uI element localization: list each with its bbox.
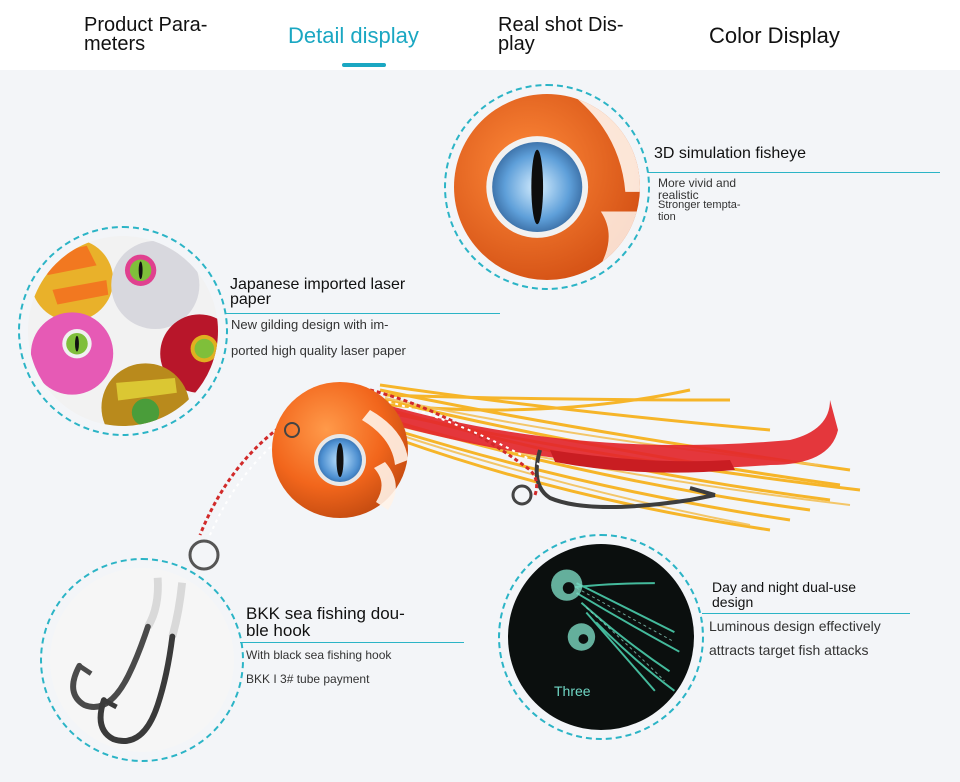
tab-color-display[interactable]: Color Display [709, 0, 840, 70]
tab-real-shot-display[interactable]: Real shot Dis- play [498, 0, 624, 70]
double-hook-circle [40, 558, 244, 762]
tab-detail-display[interactable]: Detail display [288, 0, 419, 70]
double-hook-image [50, 568, 234, 752]
luminous-desc-2: attracts target fish attacks [709, 642, 869, 658]
laser-paper-circle [18, 226, 228, 436]
laser-desc-1: New gilding design with im- [231, 317, 389, 332]
active-tab-indicator [342, 63, 386, 67]
hook-desc-2: BKK I 3# tube payment [246, 672, 370, 686]
luminous-desc-1: Luminous design effectively [709, 618, 881, 634]
fisheye-closeup-image [454, 94, 640, 280]
luminous-image [508, 544, 694, 730]
fisheye-title: 3D simulation fisheye [654, 145, 807, 162]
tab-label: Color Display [709, 22, 840, 48]
laser-callout-line [225, 313, 500, 314]
fisheye-desc-2: Stronger tempta- tion [658, 199, 741, 223]
fisheye-callout-line [648, 172, 940, 173]
fisheye-closeup-circle [444, 84, 650, 290]
laser-title: Japanese imported laser paper [230, 276, 406, 308]
hook-desc-1: With black sea fishing hook [246, 648, 392, 662]
tab-label: Real shot Dis- play [498, 14, 624, 55]
tab-label: Product Para- meters [84, 14, 208, 55]
luminous-circle [498, 534, 704, 740]
main-lure-illustration [188, 382, 861, 571]
tab-product-parameters[interactable]: Product Para- meters [84, 0, 207, 70]
fisheye-desc-1: More vivid and realistic [658, 176, 737, 202]
laser-desc-2: ported high quality laser paper [231, 343, 406, 358]
tab-label: Detail display [288, 22, 419, 48]
laser-paper-image [28, 236, 218, 426]
luminous-callout-line [702, 613, 910, 614]
hook-title: BKK sea fishing dou- ble hook [246, 604, 405, 640]
luminous-glow-label: Three [554, 683, 591, 699]
hook-callout-line [240, 642, 464, 643]
tab-bar: Product Para- meters Detail display Real… [0, 0, 960, 70]
luminous-title: Day and night dual-use design [712, 579, 856, 610]
